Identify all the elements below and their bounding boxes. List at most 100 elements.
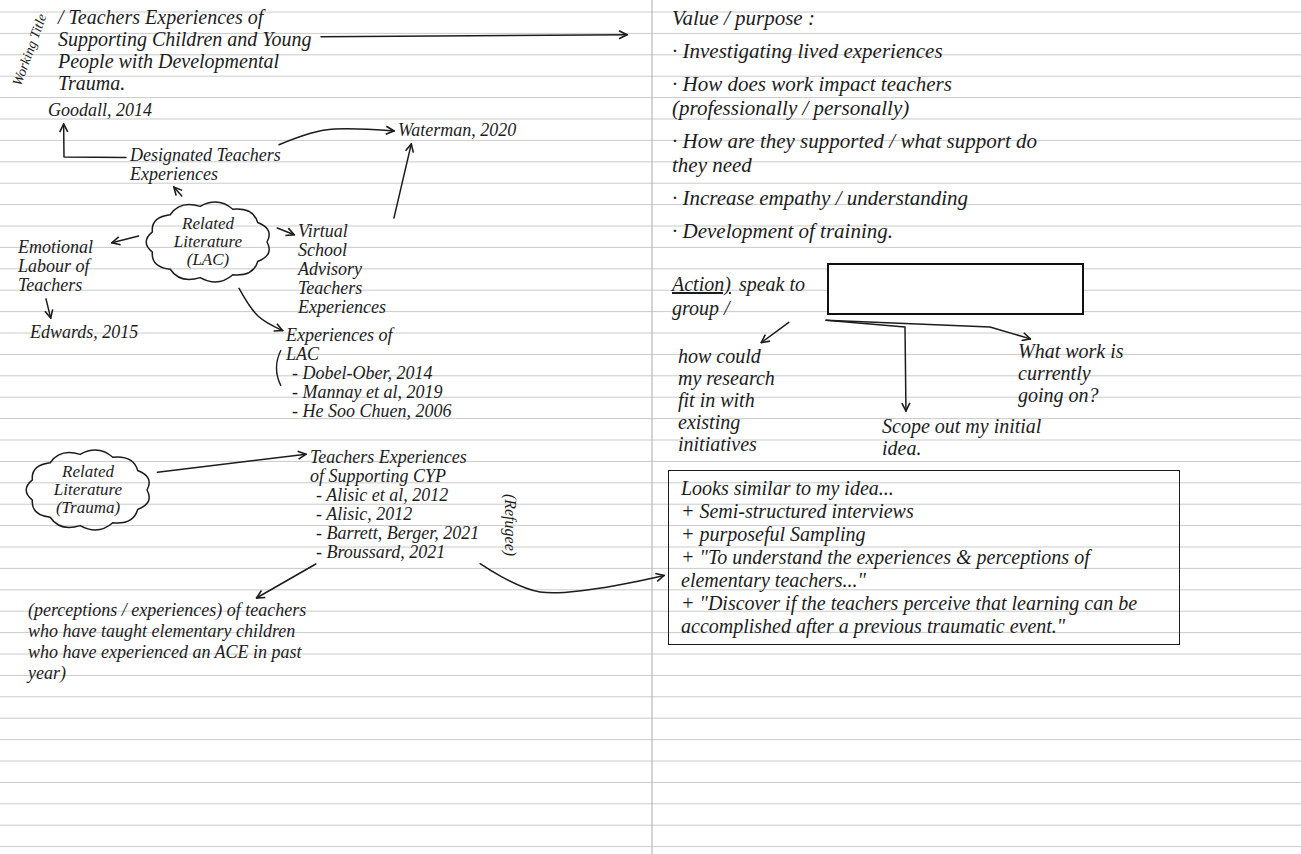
- text-group: Scope out my initial idea.: [882, 415, 1042, 459]
- working-title: Working Title/ Teachers Experiences of S…: [58, 6, 313, 94]
- topic-note: Virtual School Advisory Teachers Experie…: [298, 222, 398, 317]
- ruled-line: [0, 547, 1301, 548]
- ruled-line: [0, 761, 1301, 762]
- reference-note: Waterman, 2020: [398, 120, 516, 140]
- literature-cloud: Related Literature (LAC): [143, 199, 274, 285]
- ruled-line: [0, 375, 1301, 376]
- arrow-connector: [480, 564, 664, 593]
- arrow-connector: [321, 35, 627, 37]
- ruled-line: [0, 461, 1301, 462]
- study-note: (perceptions / experiences) of teachers …: [28, 600, 328, 684]
- note-heading: Designated Teachers Experiences: [130, 146, 295, 184]
- ruled-line: [0, 482, 1301, 483]
- cloud-shape: [146, 202, 269, 282]
- margin-note: (Refugee): [501, 489, 519, 561]
- ruled-line: [0, 589, 1301, 590]
- reference-note: Edwards, 2015: [30, 322, 138, 342]
- note-text: · Development of training.: [672, 219, 1052, 243]
- note-text: + "To understand the experiences & perce…: [681, 546, 1167, 592]
- reference-note: Goodall, 2014: [48, 100, 152, 120]
- ruled-line: [0, 846, 1301, 847]
- text-group: Value / purpose : · Investigating lived e…: [672, 6, 1052, 243]
- note-heading: Value / purpose :: [672, 6, 1052, 30]
- text-group: Working Title/ Teachers Experiences of S…: [58, 6, 313, 94]
- topic-note: Experiences of LAC- Dobel-Ober, 2014- Ma…: [286, 326, 466, 421]
- arrow-connector: [761, 322, 789, 342]
- ruled-line: [0, 97, 1301, 98]
- purpose-list: Value / purpose : · Investigating lived e…: [672, 6, 1052, 243]
- note-heading: Related Literature (LAC): [171, 215, 246, 269]
- ruled-line: [0, 782, 1301, 783]
- arrow-connector: [64, 124, 126, 157]
- text-group: Goodall, 2014: [48, 100, 152, 120]
- note-heading: (perceptions / experiences) of teachers …: [28, 600, 328, 684]
- page-divider: [651, 0, 652, 854]
- text-group: Related Literature (Trauma): [51, 463, 126, 517]
- ruled-line: [0, 675, 1301, 676]
- ruled-line: [0, 525, 1301, 526]
- text-group: Virtual School Advisory Teachers Experie…: [298, 222, 398, 317]
- note-text: · How does work impact teachers (profess…: [672, 72, 1052, 120]
- note-heading: Edwards, 2015: [30, 322, 138, 342]
- note-heading: Virtual School Advisory Teachers Experie…: [298, 222, 398, 317]
- note-heading: Related Literature (Trauma): [51, 463, 126, 517]
- ruled-line: [0, 333, 1301, 334]
- note-text: · Increase empathy / understanding: [672, 186, 1052, 210]
- note-heading: Emotional Labour of Teachers: [18, 238, 108, 295]
- arrow-connector: [394, 144, 411, 218]
- redaction-box: [828, 264, 1083, 314]
- note-text: - Alisic, 2012: [310, 505, 495, 524]
- bracket: [277, 350, 282, 386]
- ruled-line: [0, 568, 1301, 569]
- text-group: Emotional Labour of Teachers: [18, 238, 108, 295]
- note-text: - He Soo Chuen, 2006: [286, 402, 466, 421]
- text-group: (perceptions / experiences) of teachers …: [28, 600, 328, 684]
- ruled-line: [0, 418, 1301, 419]
- note-text: · How are they supported / what support …: [672, 129, 1052, 177]
- arrow-connector: [157, 454, 306, 472]
- note-text: - Dobel-Ober, 2014: [286, 364, 466, 383]
- ruled-line: [0, 76, 1301, 77]
- note-heading: Experiences of LAC: [286, 326, 411, 364]
- note-text: - Broussard, 2021: [310, 543, 495, 562]
- note-text: + "Discover if the teachers perceive tha…: [681, 592, 1167, 638]
- topic-note: Emotional Labour of Teachers: [18, 238, 108, 295]
- arrow-connector: [46, 299, 51, 318]
- note-heading: Scope out my initial idea.: [882, 415, 1042, 459]
- note-text: / Teachers Experiences of Supporting Chi…: [58, 6, 313, 94]
- ruled-lines: [0, 12, 1301, 847]
- note-heading: What work is currently going on?: [1018, 340, 1126, 406]
- text-group: Related Literature (LAC): [171, 215, 246, 269]
- note-heading: Goodall, 2014: [48, 100, 152, 120]
- note-heading: Teachers Experiences of Supporting CYP: [310, 448, 482, 486]
- topic-note: Designated Teachers Experiences: [130, 146, 295, 184]
- arrow-connector: [174, 187, 182, 196]
- note-heading: Waterman, 2020: [398, 120, 516, 140]
- note-text: - Mannay et al, 2019: [286, 383, 466, 402]
- note-heading: Looks similar to my idea...: [681, 477, 1167, 500]
- text-group: how could my research fit in with existi…: [678, 345, 778, 455]
- ruled-line: [0, 825, 1301, 826]
- note-heading: Working Title: [8, 8, 52, 92]
- ruled-line: [0, 290, 1301, 291]
- text-group: Looks similar to my idea...+ Semi-struct…: [681, 477, 1167, 638]
- arrow-connector: [112, 236, 139, 243]
- ruled-line: [0, 739, 1301, 740]
- action-note: how could my research fit in with existi…: [678, 345, 778, 455]
- note-text: + purposeful Sampling: [681, 523, 1167, 546]
- ruled-line: [0, 119, 1301, 120]
- note-text: - Barrett, Berger, 2021: [310, 524, 495, 543]
- ruled-line: [0, 696, 1301, 697]
- note-text: · Investigating lived experiences: [672, 39, 1052, 63]
- note-heading: Action): [672, 273, 731, 295]
- action-note: What work is currently going on?: [1018, 340, 1126, 406]
- topic-note: Teachers Experiences of Supporting CYP - …: [310, 448, 495, 562]
- ruled-line: [0, 504, 1301, 505]
- arrow-connector: [279, 129, 394, 145]
- arrow-connector: [826, 320, 906, 411]
